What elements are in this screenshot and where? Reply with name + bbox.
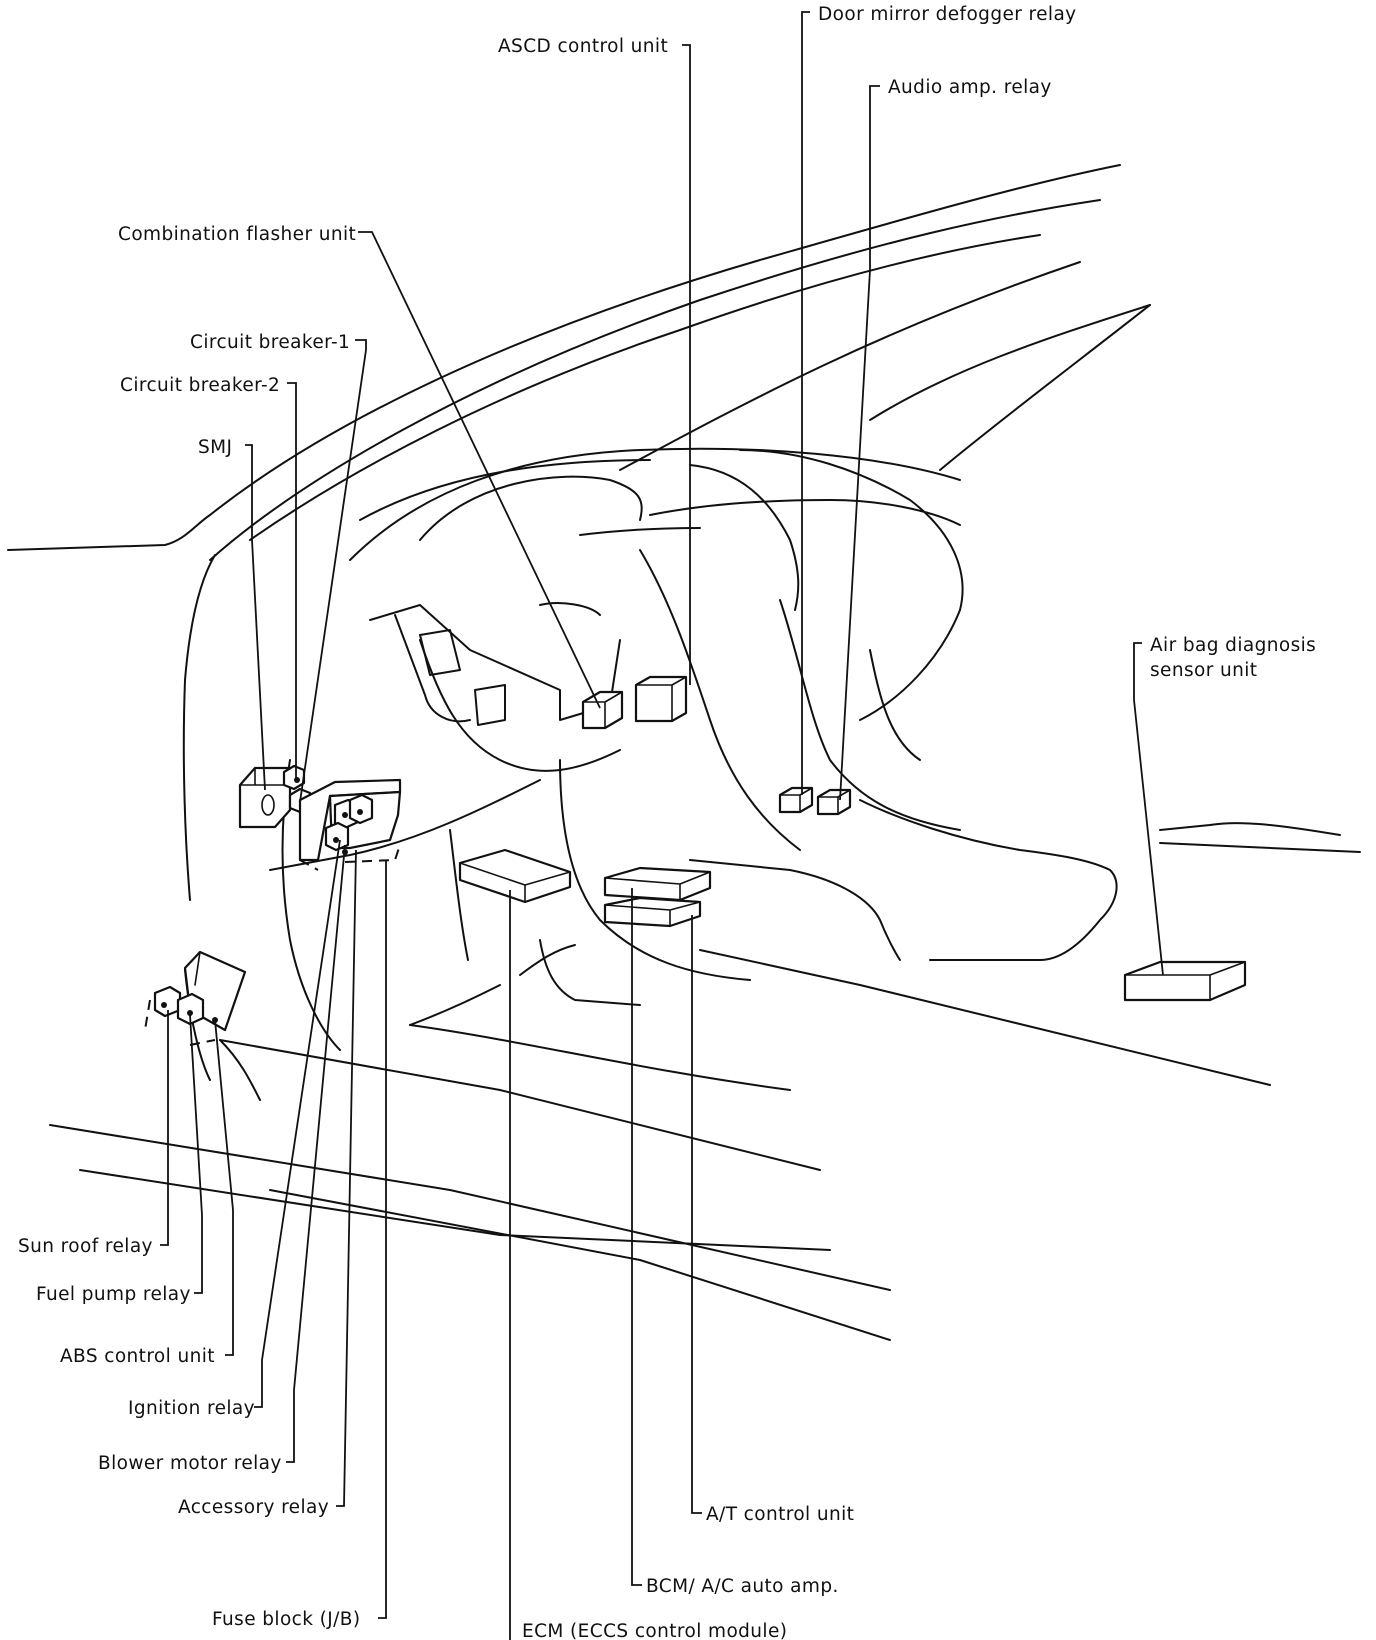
bcm-at-control-unit-component bbox=[603, 866, 712, 928]
label-circuit-breaker-1: Circuit breaker-1 bbox=[190, 332, 350, 353]
combination-flasher-unit-component bbox=[581, 690, 624, 730]
label-fuel-pump-relay: Fuel pump relay bbox=[36, 1284, 191, 1305]
air-bag-diagnosis-sensor-unit-component bbox=[1123, 960, 1247, 1002]
audio-amp-relay-component bbox=[816, 788, 852, 816]
label-combination-flasher-unit: Combination flasher unit bbox=[118, 224, 356, 245]
abs-control-unit-component bbox=[144, 950, 247, 1046]
ascd-control-unit-component bbox=[634, 675, 688, 723]
label-accessory-relay: Accessory relay bbox=[178, 1497, 329, 1518]
label-sun-roof-relay: Sun roof relay bbox=[18, 1236, 153, 1257]
label-smj: SMJ bbox=[198, 437, 232, 458]
smj-component bbox=[238, 766, 292, 829]
label-bcm-ac-auto-amp: BCM/ A/C auto amp. bbox=[646, 1576, 839, 1597]
label-air-bag-diagnosis: Air bag diagnosis bbox=[1150, 635, 1316, 656]
label-fuse-block: Fuse block (J/B) bbox=[212, 1609, 360, 1630]
door-mirror-defogger-relay-component bbox=[778, 786, 814, 814]
label-door-mirror-defogger-relay: Door mirror defogger relay bbox=[818, 4, 1077, 25]
components bbox=[144, 675, 1247, 1046]
label-ignition-relay: Ignition relay bbox=[128, 1398, 255, 1419]
label-ascd-control-unit: ASCD control unit bbox=[498, 36, 668, 57]
ecm-component bbox=[458, 848, 572, 904]
leader-lines bbox=[160, 11, 1164, 1640]
label-audio-amp-relay: Audio amp. relay bbox=[888, 77, 1052, 98]
label-at-control-unit: A/T control unit bbox=[706, 1504, 854, 1525]
label-circuit-breaker-2: Circuit breaker-2 bbox=[120, 375, 280, 396]
labels: Door mirror defogger relay ASCD control … bbox=[18, 4, 1316, 1640]
label-air-bag-sensor-unit: sensor unit bbox=[1150, 660, 1257, 681]
label-abs-control-unit: ABS control unit bbox=[60, 1346, 215, 1367]
fuse-block-component bbox=[298, 778, 402, 871]
label-ecm: ECM (ECCS control module) bbox=[522, 1621, 787, 1640]
label-blower-motor-relay: Blower motor relay bbox=[98, 1453, 282, 1474]
